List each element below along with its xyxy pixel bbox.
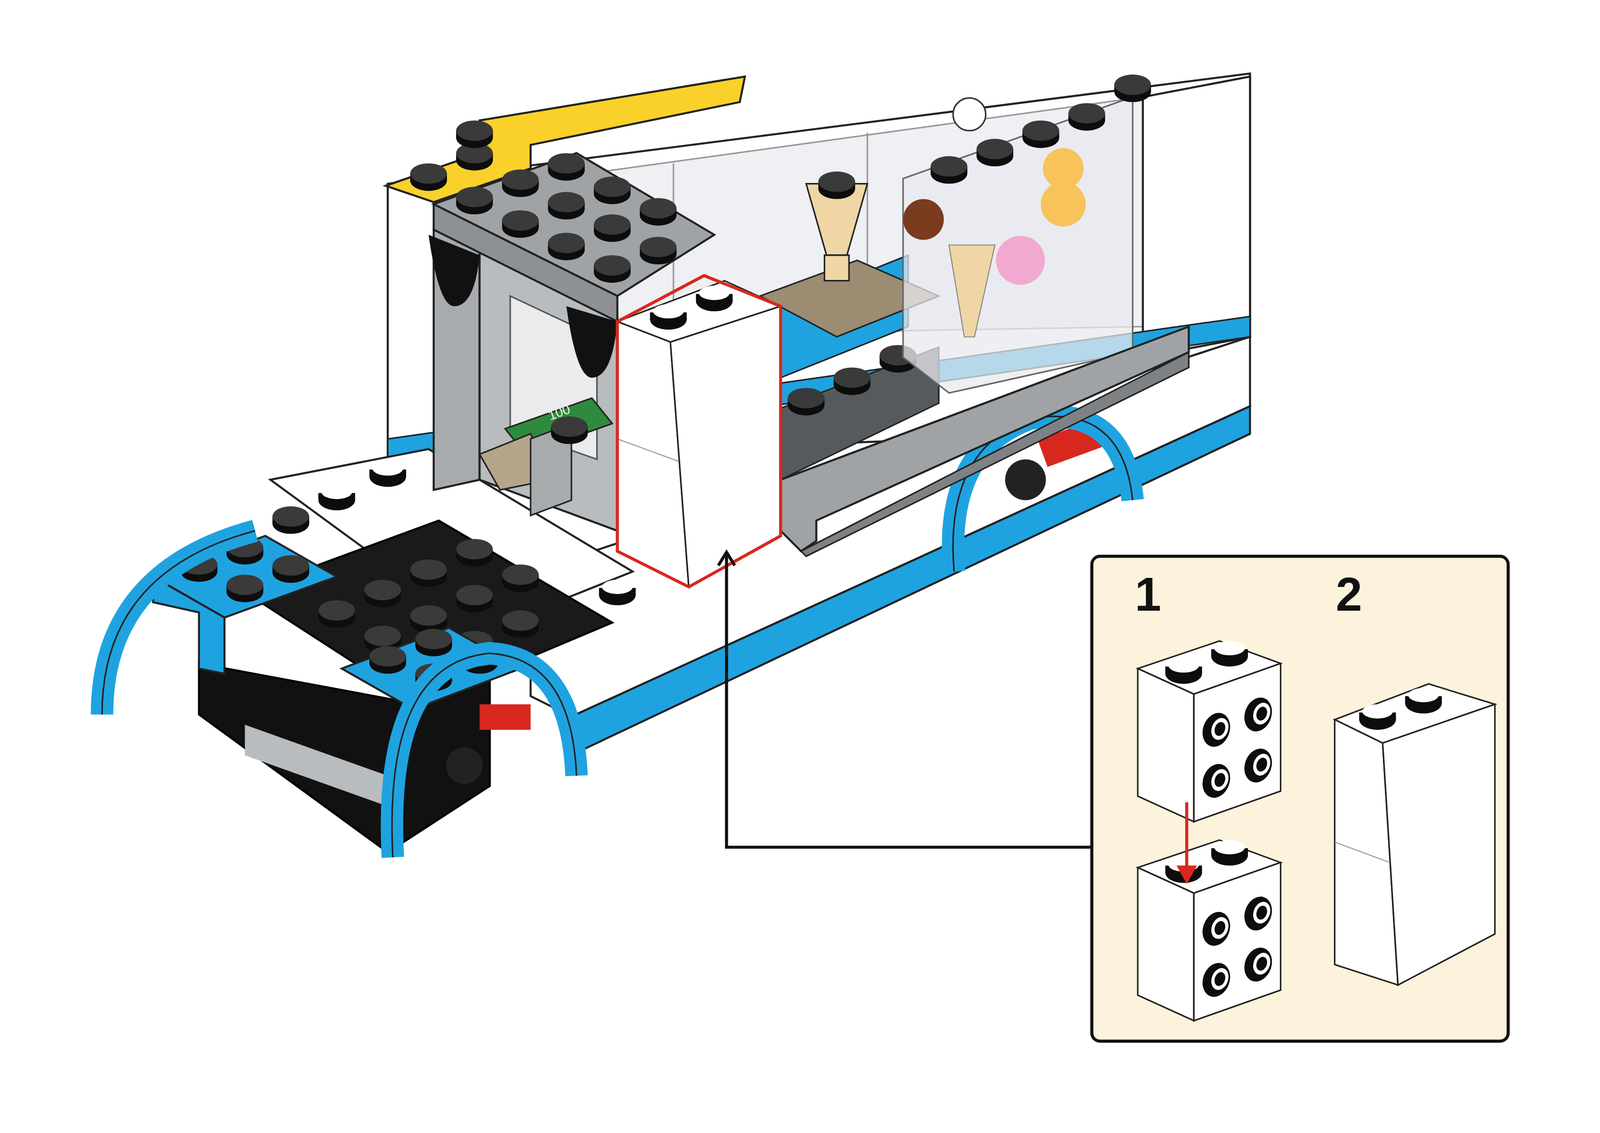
- step-number: 1: [1134, 570, 1162, 618]
- step-number: 2: [1335, 570, 1363, 618]
